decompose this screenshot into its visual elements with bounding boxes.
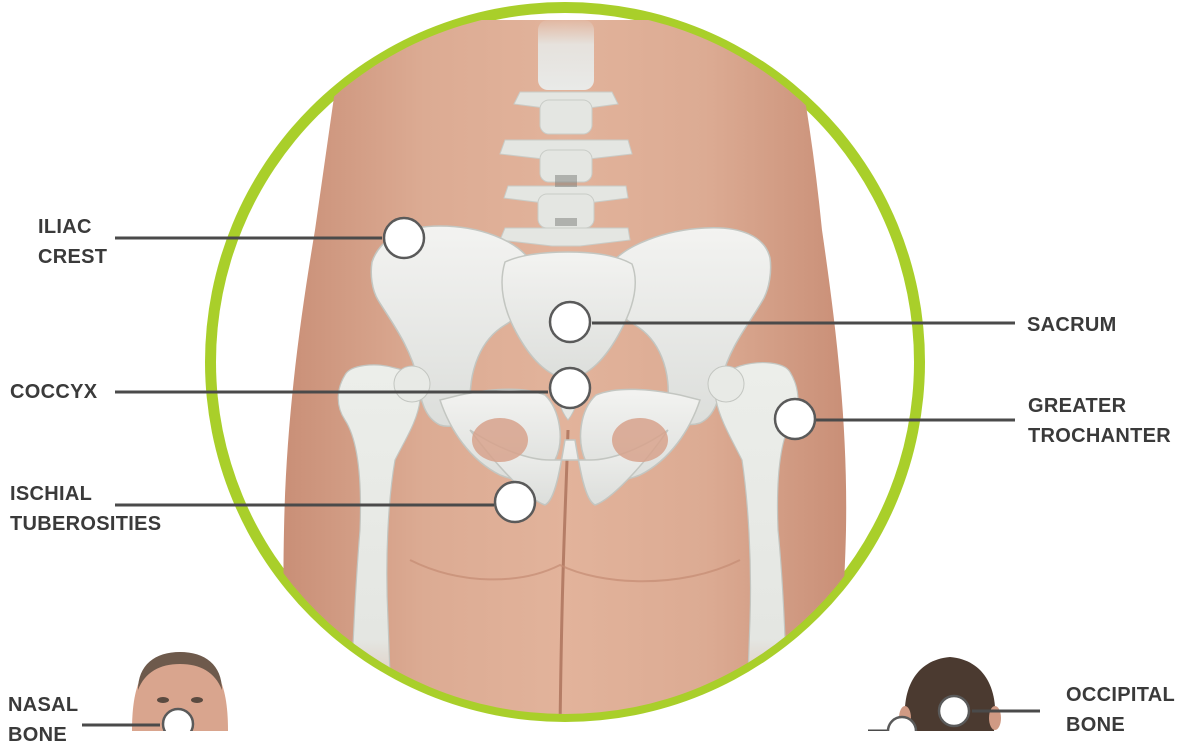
occipital-bone-marker[interactable] bbox=[939, 696, 969, 726]
nasal-bone-marker[interactable] bbox=[163, 709, 193, 731]
label-nasal-bone-line1: NASAL bbox=[8, 690, 78, 720]
body-illustration bbox=[205, 2, 925, 731]
label-occipital-bone-line2: BONE bbox=[1066, 710, 1175, 740]
label-ischial-tuberosities-line1: ISCHIAL bbox=[10, 479, 161, 509]
label-sacrum: SACRUM bbox=[1027, 310, 1117, 340]
ischial-tuberosities-marker[interactable] bbox=[495, 482, 535, 522]
sacrum-marker[interactable] bbox=[550, 302, 590, 342]
label-coccyx-line1: COCCYX bbox=[10, 377, 97, 407]
label-ischial-tuberosities: ISCHIAL TUBEROSITIES bbox=[10, 479, 161, 539]
greater-trochanter-marker[interactable] bbox=[775, 399, 815, 439]
label-occipital-bone: OCCIPITAL BONE bbox=[1066, 680, 1175, 740]
label-iliac-crest-line2: CREST bbox=[38, 242, 107, 272]
label-greater-trochanter: GREATER TROCHANTER bbox=[1028, 391, 1171, 451]
label-nasal-bone: NASAL BONE bbox=[8, 690, 78, 750]
label-ischial-tuberosities-line2: TUBEROSITIES bbox=[10, 509, 161, 539]
label-greater-trochanter-line2: TROCHANTER bbox=[1028, 421, 1171, 451]
anatomy-diagram bbox=[0, 0, 1200, 731]
iliac-crest-marker[interactable] bbox=[384, 218, 424, 258]
label-sacrum-line1: SACRUM bbox=[1027, 310, 1117, 340]
coccyx-marker[interactable] bbox=[550, 368, 590, 408]
label-occipital-bone-line1: OCCIPITAL bbox=[1066, 680, 1175, 710]
label-iliac-crest: ILIAC CREST bbox=[38, 212, 107, 272]
label-greater-trochanter-line1: GREATER bbox=[1028, 391, 1171, 421]
label-coccyx: COCCYX bbox=[10, 377, 97, 407]
label-nasal-bone-line2: BONE bbox=[8, 720, 78, 750]
label-iliac-crest-line1: ILIAC bbox=[38, 212, 107, 242]
